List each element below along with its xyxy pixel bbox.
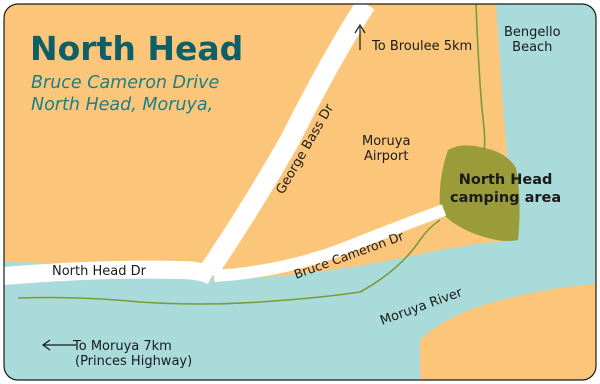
- arrow-up-icon: [354, 23, 366, 50]
- north-head-drive: [3, 260, 217, 285]
- camping-area: [439, 145, 520, 241]
- george-bass-drive: [199, 0, 375, 278]
- bengello-beach-label: Bengello Beach: [504, 25, 561, 55]
- south-bank-land: [420, 284, 596, 380]
- address-line-1: Bruce Cameron Drive: [31, 73, 220, 93]
- princes-highway-label: (Princes Highway): [75, 354, 193, 369]
- address-line-2: North Head, Moruya,: [31, 95, 214, 115]
- ocean-area: [496, 4, 596, 283]
- map-title: North Head: [30, 29, 244, 68]
- broulee-direction-label: To Broulee 5km: [372, 39, 473, 54]
- walking-track: [475, 3, 486, 151]
- north-head-drive-label: North Head Dr: [52, 264, 146, 279]
- shore-track: [17, 219, 441, 305]
- moruya-river: [4, 236, 596, 380]
- map-frame: [3, 3, 597, 381]
- bruce-cameron-drive: [213, 204, 447, 282]
- moruya-direction-label: To Moruya 7km: [73, 339, 172, 354]
- moruya-airport-label: Moruya Airport: [362, 134, 411, 164]
- arrow-left-icon: [41, 339, 76, 351]
- camping-area-label: North Head camping area: [450, 172, 562, 206]
